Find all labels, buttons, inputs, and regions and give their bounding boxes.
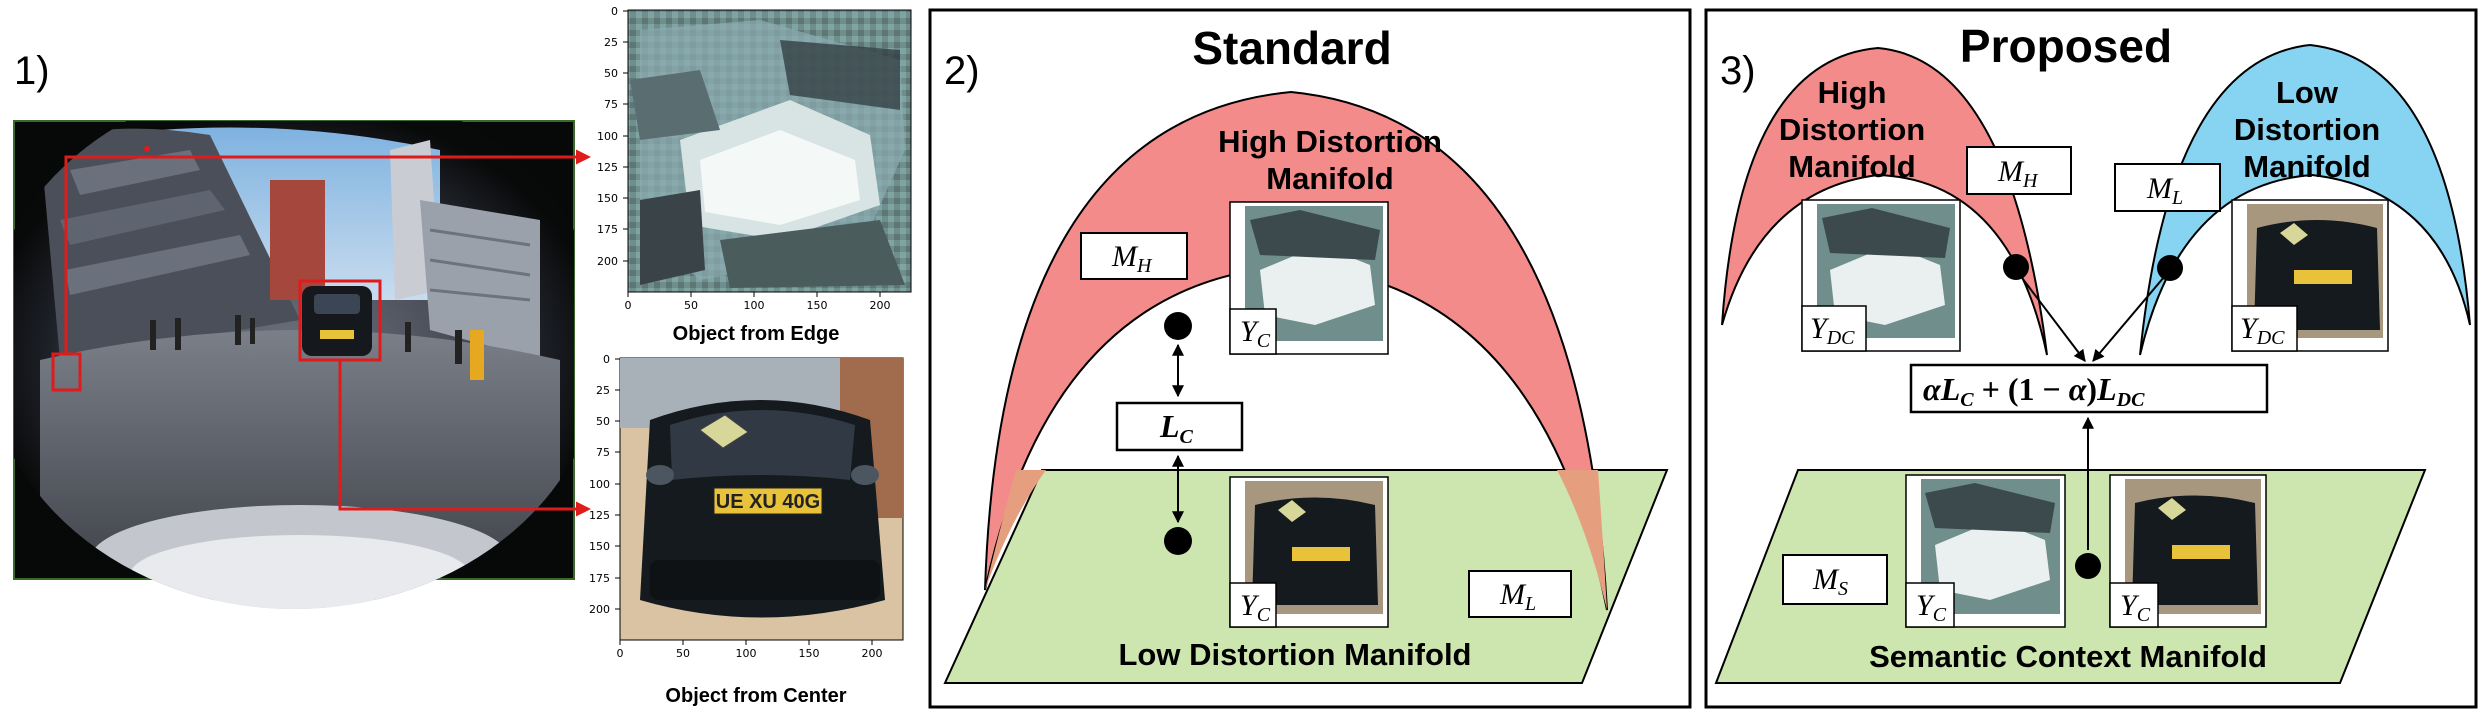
combined-loss-label: αLC + (1 − α)LDC (1923, 371, 2145, 411)
tick-label: 0 (603, 353, 610, 366)
center-caption: Object from Center (665, 685, 846, 707)
panel-2: 2) Standard High Distortion Manifold Low… (928, 8, 1692, 709)
combined-loss-box (1909, 363, 2269, 414)
tick-label: 200 (862, 647, 883, 660)
center-crop-x-ticks: 0 50 100 150 200 (617, 640, 883, 660)
point-high-3 (2003, 254, 2029, 280)
edge-crop-plot: 0 25 50 75 100 125 150 175 200 0 50 100 … (597, 5, 912, 345)
loss-lc-box (1115, 401, 1244, 452)
tick-label: 175 (589, 572, 610, 585)
panel-2-title: Standard (1192, 22, 1391, 74)
tick-label: 150 (799, 647, 820, 660)
edge-crop-y-ticks: 0 25 50 75 100 125 150 175 200 (597, 5, 628, 268)
panel-3-number: 3) (1720, 49, 1756, 93)
tick-label: 125 (597, 161, 618, 174)
m-s-box (1782, 554, 1888, 605)
tick-label: 175 (597, 223, 618, 236)
point-low-3 (2157, 255, 2183, 281)
y-dc-right-label: YDC (2240, 312, 2285, 349)
low-label-3: Manifold (2243, 149, 2370, 184)
m-s-label: MS (1812, 563, 1848, 600)
y-c-left-label: YC (1916, 589, 1947, 626)
tick-label: 75 (596, 446, 610, 459)
tick-label: 100 (744, 299, 765, 312)
m-h-box (1080, 232, 1188, 280)
y-c-right-label: YC (2120, 589, 2151, 626)
center-crop-y-ticks: 0 25 50 75 100 125 150 175 200 (589, 353, 620, 616)
tick-label: 100 (736, 647, 757, 660)
high-distortion-manifold-3 (1721, 46, 2048, 356)
high-label-2: Distortion (1779, 112, 1925, 147)
center-arrow (338, 360, 591, 517)
low-label-1: Low (2276, 75, 2339, 110)
thumb-low-distortion: YC (1229, 476, 1389, 628)
loss-lc-label: LC (1159, 408, 1194, 448)
thumb-ydc-right: YDC (2231, 199, 2389, 352)
high-manifold-label-1: High Distortion (1218, 124, 1442, 159)
tick-label: 200 (597, 255, 618, 268)
y-c-top-label: YC (1240, 315, 1271, 352)
m-l-box-3 (2114, 163, 2221, 212)
tick-label: 200 (870, 299, 891, 312)
point-low (1164, 527, 1192, 555)
fisheye-photo (13, 120, 591, 609)
license-plate: UE XU 40G (716, 491, 820, 513)
high-manifold-label-2: Manifold (1266, 161, 1393, 196)
edge-crop-x-ticks: 0 50 100 150 200 (625, 292, 891, 312)
tick-label: 0 (611, 5, 618, 18)
tick-label: 125 (589, 509, 610, 522)
tick-label: 150 (807, 299, 828, 312)
high-label-3: Manifold (1788, 149, 1915, 184)
low-distortion-manifold-3 (2139, 43, 2471, 356)
tick-label: 50 (684, 299, 698, 312)
panel-3-title: Proposed (1960, 20, 2172, 72)
thumb-high-distortion: YC (1229, 201, 1389, 355)
tick-label: 200 (589, 603, 610, 616)
panel-1: 1) (13, 5, 912, 707)
center-crop-plot: UE XU 40G 0 25 50 75 100 125 150 175 200… (589, 353, 904, 707)
tick-label: 100 (597, 130, 618, 143)
point-high (1164, 312, 1192, 340)
tick-label: 150 (589, 540, 610, 553)
thumb-yc-right: YC (2109, 474, 2267, 628)
edge-caption: Object from Edge (673, 323, 840, 345)
tick-label: 25 (596, 384, 610, 397)
panel-3: 3) Proposed High Distortion Manifold Low… (1704, 8, 2478, 709)
panel-2-number: 2) (944, 49, 980, 93)
m-l-label: ML (1499, 578, 1536, 615)
m-l-box (1468, 570, 1572, 618)
semantic-manifold-label: Semantic Context Manifold (1869, 639, 2267, 674)
tick-label: 50 (604, 67, 618, 80)
arrow-high-to-loss-3 (2015, 269, 2086, 362)
tick-label: 50 (596, 415, 610, 428)
m-h-box-3 (1966, 146, 2072, 195)
thumb-ydc-left: YDC (1801, 199, 1961, 352)
tick-label: 75 (604, 98, 618, 111)
edge-arrow (64, 149, 591, 354)
point-semantic (2075, 553, 2101, 579)
y-c-bottom-label: YC (1240, 589, 1271, 626)
tick-label: 0 (617, 647, 624, 660)
low-manifold-label: Low Distortion Manifold (1118, 637, 1471, 672)
tick-label: 0 (625, 299, 632, 312)
arrow-low-to-loss-3 (2092, 269, 2171, 362)
panel-1-number: 1) (14, 49, 50, 93)
high-label-1: High (1818, 75, 1887, 110)
thumb-yc-left: YC (1905, 474, 2066, 628)
tick-label: 150 (597, 192, 618, 205)
y-dc-left-label: YDC (1810, 312, 1855, 349)
tick-label: 100 (589, 478, 610, 491)
m-h-label-3: MH (1997, 155, 2039, 192)
tick-label: 25 (604, 36, 618, 49)
tick-label: 50 (676, 647, 690, 660)
m-h-label: MH (1111, 240, 1153, 277)
m-l-label-3: ML (2146, 172, 2183, 209)
low-label-2: Distortion (2234, 112, 2380, 147)
